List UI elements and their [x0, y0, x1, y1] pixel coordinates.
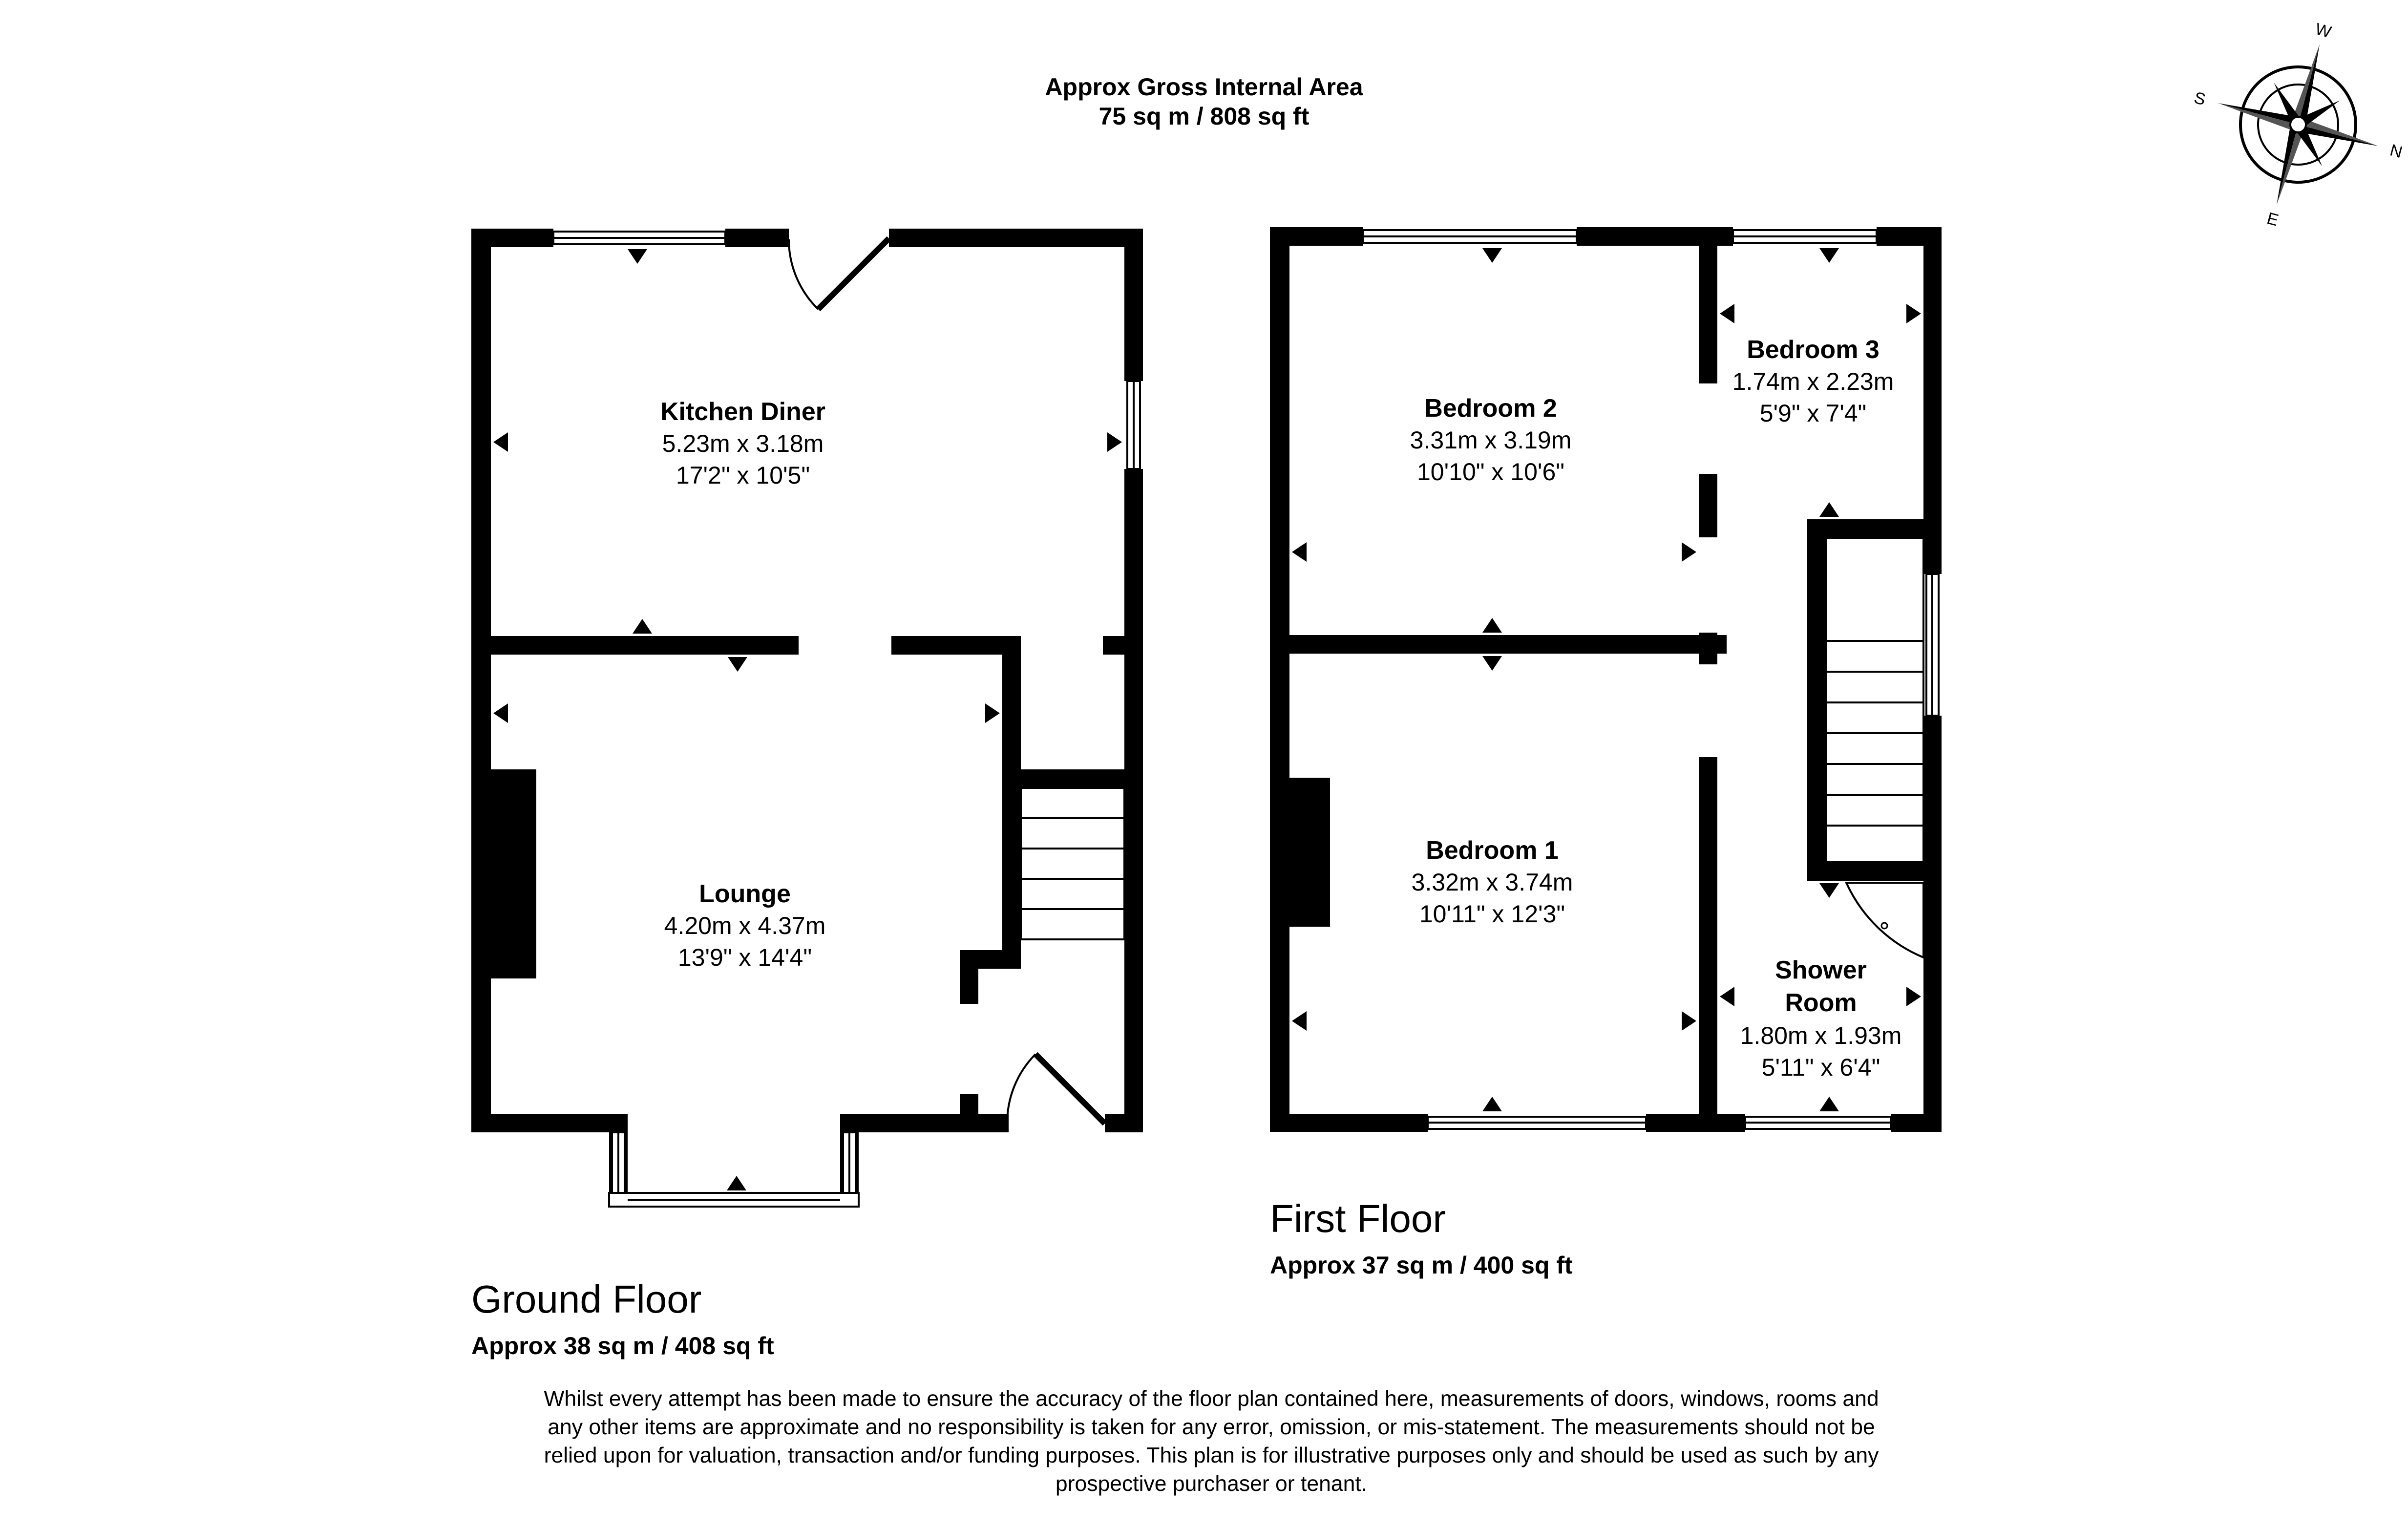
first-floor-dimension-arrows [1292, 248, 1921, 1111]
room-label-shower-room: Shower Room 1.80m x 1.93m 5'11" x 6'4" [1740, 956, 1902, 1081]
disclaimer-line: Whilst every attempt has been made to en… [544, 1387, 1879, 1411]
ground-floor-walls [471, 229, 1143, 1207]
room-size-metric: 3.31m x 3.19m [1410, 426, 1572, 454]
first-floor-plan [1270, 227, 1942, 1132]
room-size-imperial: 10'11" x 12'3" [1419, 900, 1565, 928]
room-size-metric: 1.80m x 1.93m [1740, 1022, 1902, 1049]
first-floor-title: First Floor [1270, 1197, 1446, 1240]
room-label-bedroom-1: Bedroom 1 3.32m x 3.74m 10'11" x 12'3" [1412, 836, 1573, 928]
room-size-metric: 1.74m x 2.23m [1732, 368, 1894, 395]
room-size-metric: 5.23m x 3.18m [662, 430, 824, 457]
first-floor-stairs [1825, 537, 1924, 863]
ground-floor-area: Approx 38 sq m / 408 sq ft [471, 1332, 774, 1359]
room-size-imperial: 13'9" x 14'4" [678, 944, 812, 971]
first-floor-area: Approx 37 sq m / 400 sq ft [1270, 1252, 1573, 1279]
disclaimer-line: prospective purchaser or tenant. [1055, 1472, 1368, 1496]
disclaimer-text: Whilst every attempt has been made to en… [469, 1385, 1954, 1498]
gross-area-header: Approx Gross Internal Area 75 sq m / 808… [0, 72, 2408, 131]
ground-floor-windows [552, 231, 1141, 1208]
disclaimer-line: any other items are approximate and no r… [548, 1415, 1875, 1439]
ground-floor-dimension-arrows [493, 249, 1122, 1190]
compass-label-n: N [2388, 141, 2405, 162]
compass-label-s: S [2192, 88, 2208, 109]
room-size-imperial: 5'11" x 6'4" [1762, 1054, 1880, 1081]
ground-floor-plan [471, 229, 1143, 1208]
shower-tray [1844, 882, 1924, 959]
gross-area-title: Approx Gross Internal Area [1045, 73, 1363, 101]
room-size-imperial: 10'10" x 10'6" [1417, 458, 1564, 486]
compass-icon: W N E S [2192, 20, 2405, 230]
room-name: Bedroom 1 [1426, 836, 1559, 865]
first-floor-windows [1362, 229, 1940, 1130]
room-name: Kitchen Diner [660, 398, 825, 426]
room-label-kitchen-diner: Kitchen Diner 5.23m x 3.18m 17'2" x 10'5… [660, 398, 825, 489]
room-name: Bedroom 2 [1424, 394, 1557, 423]
disclaimer-line: relied upon for valuation, transaction a… [544, 1444, 1879, 1467]
room-size-metric: 3.32m x 3.74m [1412, 869, 1573, 896]
ground-floor-stairs [1020, 787, 1125, 940]
room-name-line-2: Room [1785, 989, 1857, 1017]
room-name-line-1: Shower [1775, 956, 1867, 984]
room-size-imperial: 17'2" x 10'5" [676, 462, 810, 489]
first-floor-walls [1270, 227, 1942, 1132]
room-label-bedroom-3: Bedroom 3 1.74m x 2.23m 5'9" x 7'4" [1732, 336, 1894, 427]
room-label-bedroom-2: Bedroom 2 3.31m x 3.19m 10'10" x 10'6" [1410, 394, 1572, 486]
room-size-metric: 4.20m x 4.37m [664, 912, 826, 939]
gross-area-value: 75 sq m / 808 sq ft [1098, 103, 1310, 130]
room-name: Bedroom 3 [1747, 336, 1880, 364]
ground-floor-title: Ground Floor [471, 1277, 702, 1321]
room-label-lounge: Lounge 4.20m x 4.37m 13'9" x 14'4" [664, 880, 826, 971]
room-name: Lounge [699, 880, 791, 908]
compass-label-e: E [2265, 209, 2281, 230]
compass-label-w: W [2313, 20, 2333, 42]
ground-floor-doors [787, 236, 1107, 1126]
room-size-imperial: 5'9" x 7'4" [1760, 400, 1867, 427]
